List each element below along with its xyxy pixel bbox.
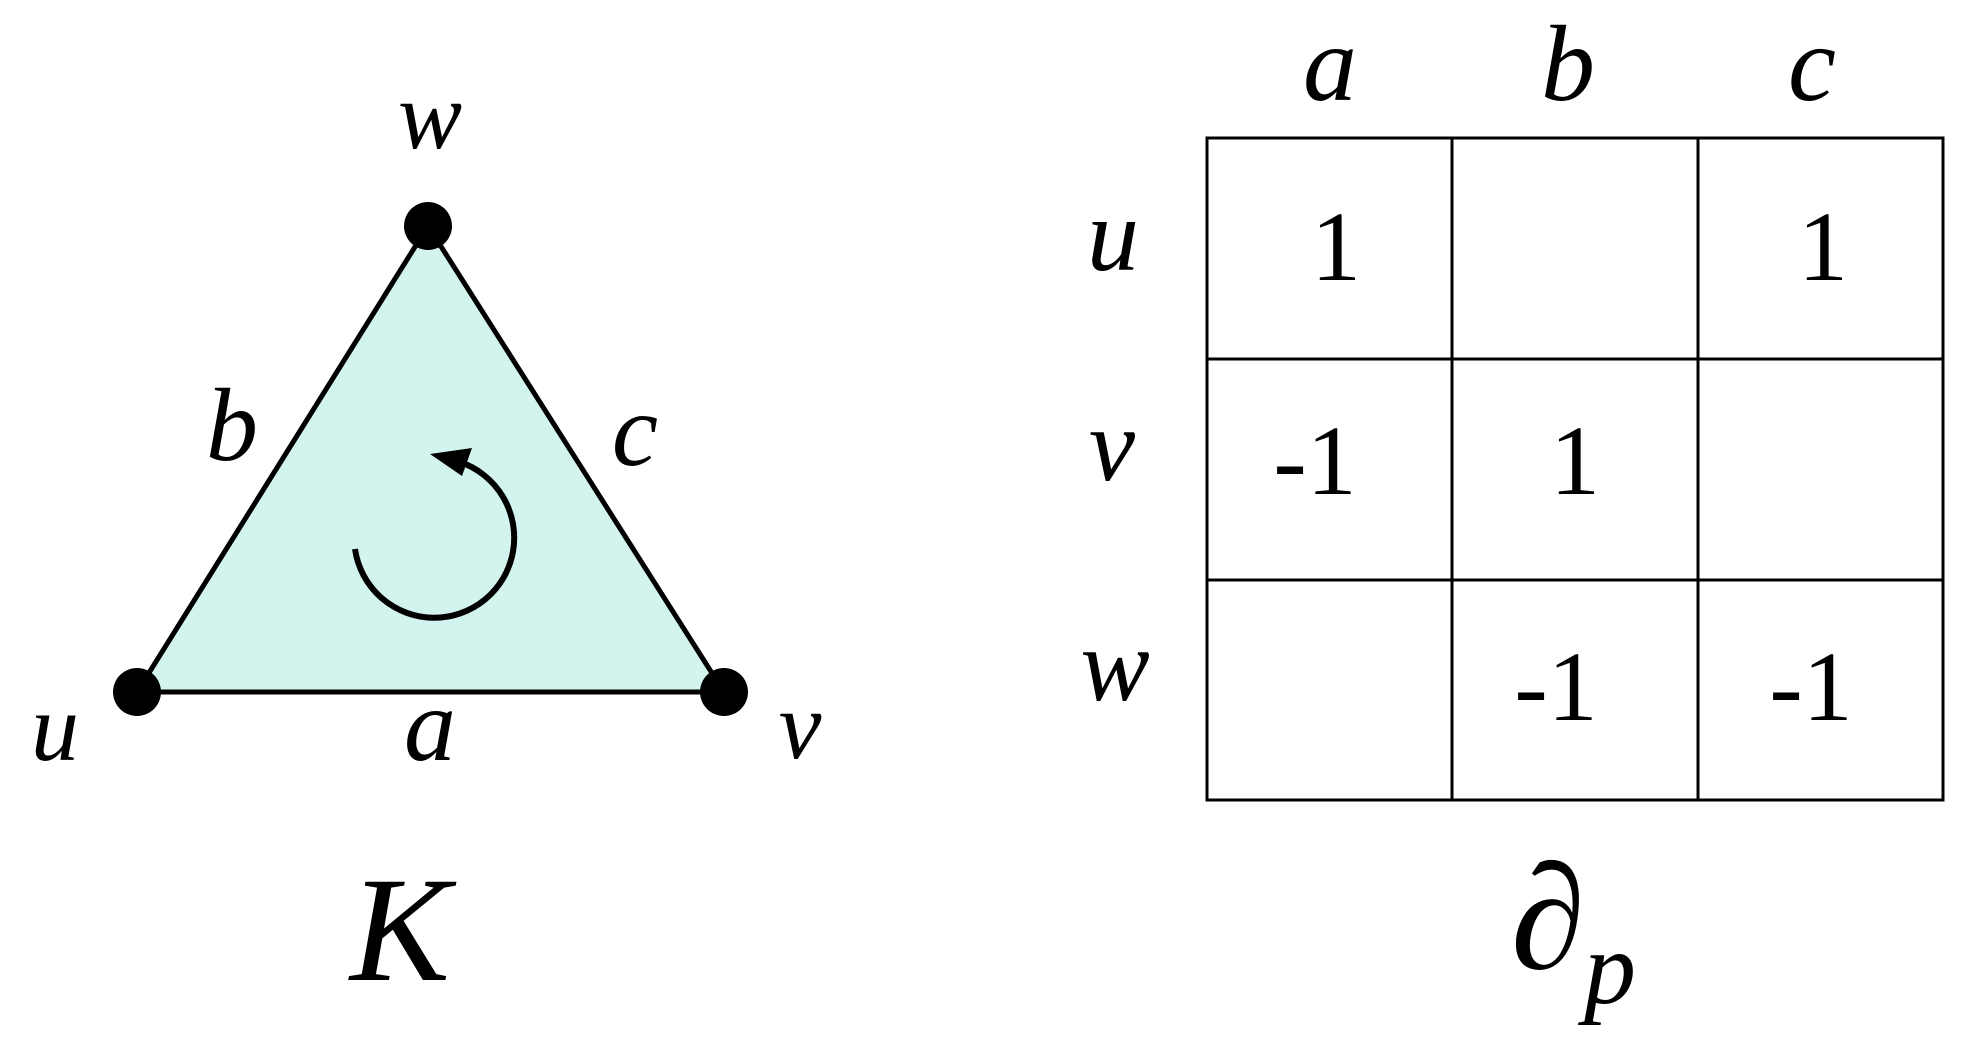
complex-name: K bbox=[348, 847, 457, 1013]
edge-c-line bbox=[425, 224, 727, 694]
col-header-a: a bbox=[1303, 5, 1357, 124]
cell-v-b: 1 bbox=[1550, 405, 1600, 516]
vertex-u bbox=[113, 668, 161, 716]
triangle-face bbox=[137, 226, 724, 692]
cell-v-a: -1 bbox=[1273, 405, 1356, 516]
vertex-w bbox=[404, 202, 452, 250]
cell-u-c: 1 bbox=[1798, 191, 1848, 302]
cell-u-a: 1 bbox=[1311, 191, 1361, 302]
matrix-grid bbox=[1205, 136, 1945, 802]
edge-a-label: a bbox=[404, 668, 456, 783]
row-header-v: v bbox=[1089, 388, 1136, 503]
edge-b-line bbox=[134, 224, 431, 694]
boundary-operator-symbol: ∂ bbox=[1511, 835, 1585, 1001]
simplicial-complex: w u v b c a K bbox=[31, 62, 822, 1013]
col-header-b: b bbox=[1541, 5, 1595, 124]
row-header-w: w bbox=[1080, 608, 1149, 723]
edge-b-label: b bbox=[206, 368, 258, 483]
col-header-c: c bbox=[1788, 5, 1836, 124]
vertex-v-label: v bbox=[779, 672, 822, 779]
boundary-matrix: a b c u v w 1 1 -1 1 -1 -1 ∂ p bbox=[1080, 5, 1945, 1026]
cell-w-c: -1 bbox=[1769, 631, 1852, 742]
vertex-w-label: w bbox=[398, 62, 462, 169]
edge-c-label: c bbox=[612, 373, 658, 488]
vertex-v bbox=[700, 668, 748, 716]
cell-w-b: -1 bbox=[1514, 631, 1597, 742]
boundary-operator-subscript: p bbox=[1577, 911, 1636, 1026]
row-header-u: u bbox=[1087, 178, 1139, 293]
vertex-u-label: u bbox=[31, 674, 79, 781]
orientation-arrow-icon bbox=[352, 448, 518, 621]
